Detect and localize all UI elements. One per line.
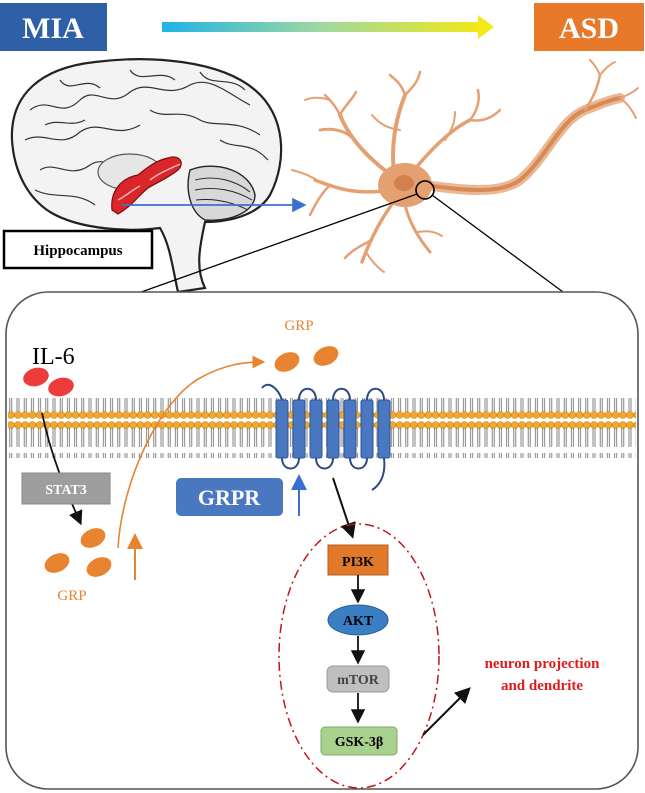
mia-box: MIA [0,3,107,51]
grp-label-top: GRP [284,318,313,334]
grp-secretion-arrow [117,355,266,549]
progression-arrow [162,15,494,39]
gsk3b-node: GSK-3β [320,726,398,756]
brain-illustration [10,58,283,294]
il6-molecules [23,367,74,397]
zoom-focus-circle [415,180,435,200]
grpr-label: GRPR [198,485,261,510]
pi3k-node: PI3K [327,544,389,576]
gsk3b-label: GSK-3β [335,735,384,750]
hippocampus-label-box: Hippocampus [2,229,154,270]
grpr-label-box: GRPR [176,478,283,516]
asd-label: ASD [559,12,619,45]
grpr-receptor [261,383,391,491]
mtor-node: mTOR [326,665,390,693]
akt-node: AKT [327,604,389,636]
grp-molecules-extracellular [274,346,339,372]
hippocampus-label: Hippocampus [33,243,122,259]
outcome-text: neuron projection and dendrite [485,656,601,694]
asd-box: ASD [534,3,644,51]
outcome-line-1: neuron projection [485,656,601,672]
grp-molecules-intracellular [44,528,112,577]
signaling-cascade-boundary [278,523,440,789]
stat3-box: STAT3 [21,472,111,505]
grp-label-bottom: GRP [57,588,86,604]
neuron-illustration [291,59,639,273]
outcome-line-2: and dendrite [501,678,583,694]
brain-gyri [24,69,269,206]
akt-label: AKT [343,614,374,629]
il6-label: IL-6 [32,344,75,370]
zoom-line-right [431,194,564,293]
stat3-label: STAT3 [45,483,87,498]
neuron-soma [378,163,432,207]
gsk3b-to-outcome-arrow [422,687,471,736]
mtor-label: mTOR [337,673,380,688]
pi3k-label: PI3K [342,555,374,570]
mia-label: MIA [22,12,84,45]
